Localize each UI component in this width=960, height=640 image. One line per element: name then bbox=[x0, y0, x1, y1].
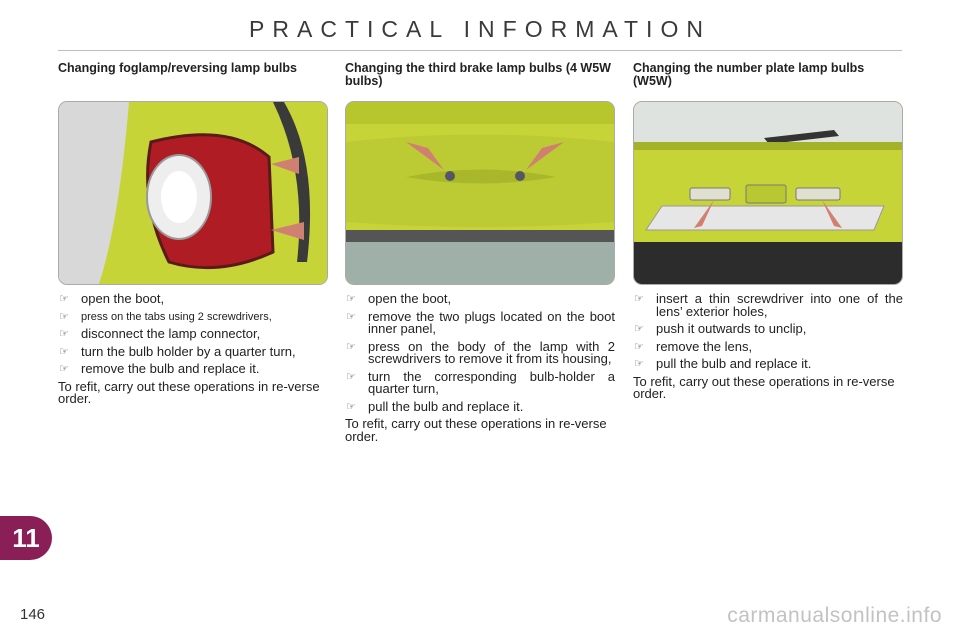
pointing-hand-icon: ☞ bbox=[59, 363, 69, 375]
title-divider bbox=[58, 50, 902, 51]
chapter-tab: 11 bbox=[0, 516, 52, 560]
section-number-plate-lamp: Changing the number plate lamp bulbs (W5… bbox=[633, 62, 903, 401]
list-item: ☞push it outwards to unclip, bbox=[634, 321, 807, 336]
pointing-hand-icon: ☞ bbox=[59, 345, 69, 358]
section-heading: Changing the third brake lamp bulbs (4 W… bbox=[345, 61, 611, 88]
refit-note: To refit, carry out these operations in … bbox=[345, 416, 607, 444]
section-foglamp: Changing foglamp/reversing lamp bulbs ☞o… bbox=[58, 62, 328, 406]
number-plate-lamp-photo bbox=[633, 101, 903, 285]
foglamp-photo bbox=[58, 101, 328, 285]
pointing-hand-icon: ☞ bbox=[59, 293, 69, 305]
steps-list: ☞open the boot, ☞press on the tabs using… bbox=[58, 291, 328, 376]
list-item: ☞turn the bulb holder by a quarter turn, bbox=[59, 343, 296, 359]
steps-list: ☞insert a thin screwdriver into one of t… bbox=[633, 291, 903, 371]
pointing-hand-icon: ☞ bbox=[634, 340, 644, 353]
pointing-hand-icon: ☞ bbox=[59, 310, 69, 323]
list-item: ☞press on the body of the lamp with 2 sc… bbox=[346, 338, 615, 366]
pointing-hand-icon: ☞ bbox=[346, 370, 356, 383]
steps-list: ☞open the boot, ☞remove the two plugs lo… bbox=[345, 291, 615, 414]
list-item: ☞press on the tabs using 2 screwdrivers, bbox=[59, 310, 272, 323]
refit-note: To refit, carry out these operations in … bbox=[58, 378, 320, 406]
pointing-hand-icon: ☞ bbox=[634, 323, 644, 335]
section-heading: Changing foglamp/reversing lamp bulbs bbox=[58, 61, 297, 75]
brake-lamp-photo bbox=[345, 101, 615, 285]
list-item: ☞pull the bulb and replace it. bbox=[634, 356, 812, 371]
list-item: ☞disconnect the lamp connector, bbox=[59, 326, 261, 341]
list-item: ☞insert a thin screwdriver into one of t… bbox=[634, 291, 903, 319]
pointing-hand-icon: ☞ bbox=[346, 400, 356, 413]
list-item: ☞remove the lens, bbox=[634, 338, 753, 354]
refit-note: To refit, carry out these operations in … bbox=[633, 373, 895, 401]
pointing-hand-icon: ☞ bbox=[634, 358, 644, 370]
pointing-hand-icon: ☞ bbox=[634, 293, 644, 305]
pointing-hand-icon: ☞ bbox=[346, 310, 356, 323]
list-item: ☞remove the two plugs located on the boo… bbox=[346, 308, 615, 336]
list-item: ☞open the boot, bbox=[59, 291, 165, 306]
list-item: ☞open the boot, bbox=[346, 291, 452, 306]
pointing-hand-icon: ☞ bbox=[346, 340, 356, 353]
section-third-brake-lamp: Changing the third brake lamp bulbs (4 W… bbox=[345, 62, 615, 443]
pointing-hand-icon: ☞ bbox=[59, 328, 69, 340]
section-heading: Changing the number plate lamp bulbs (W5… bbox=[633, 61, 865, 88]
list-item: ☞remove the bulb and replace it. bbox=[59, 361, 260, 376]
page-number: 146 bbox=[20, 606, 46, 623]
list-item: ☞pull the bulb and replace it. bbox=[346, 398, 524, 414]
watermark: carmanualsonline.info bbox=[727, 604, 942, 627]
page-title: PRACTICAL INFORMATION bbox=[249, 16, 711, 42]
pointing-hand-icon: ☞ bbox=[346, 293, 356, 305]
list-item: ☞turn the corresponding bulb-holder a qu… bbox=[346, 368, 615, 396]
